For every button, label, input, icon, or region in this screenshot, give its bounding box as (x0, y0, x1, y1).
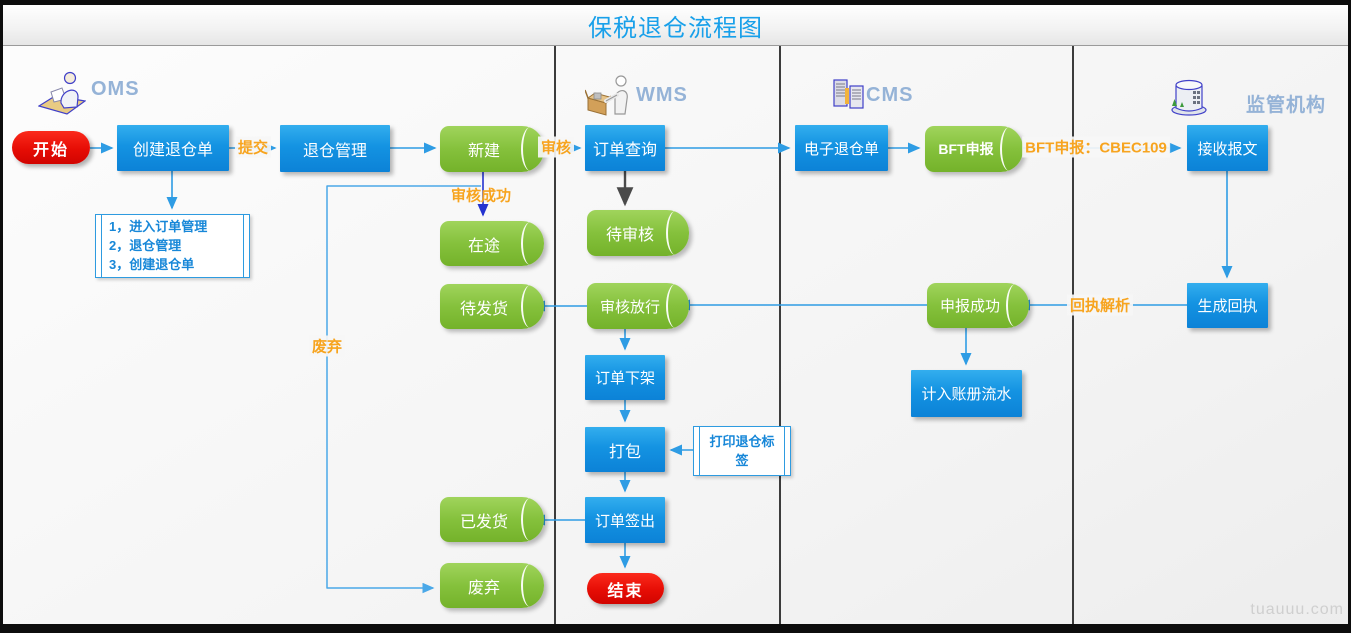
node-create-return-order: 创建退仓单 (117, 125, 229, 171)
lane-title-wms: WMS (636, 84, 688, 106)
node-ledger-flow: 计入账册流水 (911, 370, 1022, 417)
print-label-note: 打印退仓标签 (693, 426, 791, 476)
node-order-offshelf: 订单下架 (585, 355, 665, 400)
node-declare-success: 申报成功 (927, 283, 1029, 328)
node-pending-ship: 待发货 (440, 284, 544, 329)
node-new-state: 新建 (440, 126, 544, 172)
node-e-return-order: 电子退仓单 (795, 125, 888, 171)
node-pending-review: 待审核 (587, 210, 689, 256)
steps-note: 1，进入订单管理 2，退仓管理 3，创建退仓单 (95, 214, 250, 278)
node-return-mgmt: 退仓管理 (280, 125, 390, 172)
node-end: 结束 (587, 573, 664, 604)
frame-top (0, 0, 1351, 5)
steps-note-line-3: 3，创建退仓单 (109, 257, 195, 272)
steps-note-line-1: 1，进入订单管理 (109, 219, 208, 234)
node-order-checkout: 订单签出 (585, 497, 665, 543)
lane-title-cms: CMS (866, 84, 914, 106)
building-icon (1171, 79, 1207, 116)
lane-separator-1 (554, 46, 556, 624)
steps-note-line-2: 2，退仓管理 (109, 238, 182, 253)
edge-label-review-success: 审核成功 (450, 187, 512, 205)
lane-title-regulator: 监管机构 (1246, 95, 1327, 116)
node-order-query: 订单查询 (585, 125, 665, 171)
edge-label-review: 审核 (537, 136, 575, 158)
person-box-icon (585, 75, 628, 116)
frame-bottom (0, 624, 1351, 633)
page-title: 保税退仓流程图 (588, 14, 763, 42)
edge-label-submit: 提交 (234, 136, 272, 158)
node-generate-receipt: 生成回执 (1187, 283, 1268, 328)
watermark: tuauuu.com (1250, 601, 1344, 618)
person-desk-icon (38, 71, 86, 115)
node-shipped: 已发货 (440, 497, 544, 542)
edge-label-discard: 废弃 (308, 335, 346, 357)
lane-title-oms: OMS (91, 78, 140, 100)
node-start: 开始 (12, 131, 90, 164)
server-icon (833, 79, 864, 109)
node-pack: 打包 (585, 427, 665, 472)
node-review-release: 审核放行 (587, 283, 689, 329)
node-in-transit: 在途 (440, 221, 544, 266)
title-bar: 保税退仓流程图 (3, 5, 1348, 46)
lane-separator-3 (1072, 46, 1074, 624)
node-discarded: 废弃 (440, 563, 544, 608)
edge-label-bft-declare-code: BFT申报：CBEC109 (1022, 136, 1170, 158)
frame-right (1348, 0, 1351, 633)
frame-left (0, 0, 3, 633)
node-bft-declare: BFT申报 (925, 126, 1023, 172)
node-receive-message: 接收报文 (1187, 125, 1268, 171)
edge-label-receipt-parse: 回执解析 (1066, 294, 1134, 316)
lane-separator-2 (779, 46, 781, 624)
